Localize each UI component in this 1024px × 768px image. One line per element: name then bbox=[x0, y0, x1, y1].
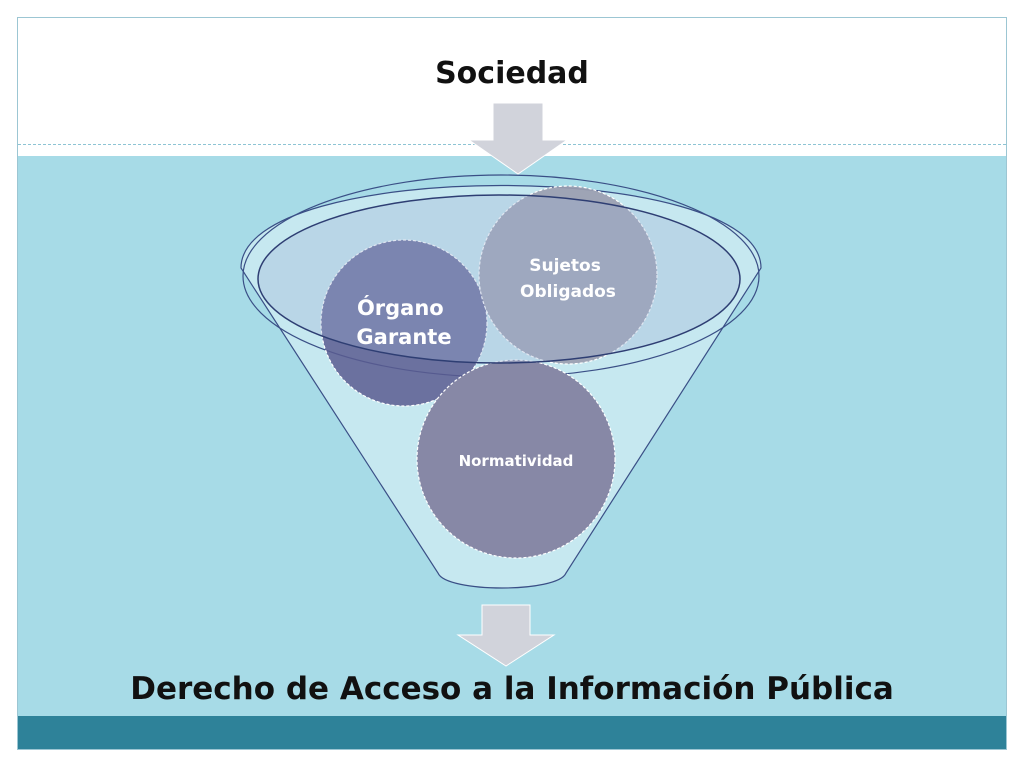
funnel-rim-inner bbox=[257, 194, 741, 364]
normatividad-circle bbox=[416, 359, 616, 559]
normatividad-label: Normatividad bbox=[459, 452, 574, 470]
sujetos-obligados-label: Sujetos Obligados bbox=[520, 256, 616, 302]
organo-garante-label: Órgano Garante bbox=[356, 295, 451, 349]
top-label: Sociedad bbox=[435, 56, 589, 91]
slide: Sociedad Órgano Garante Sujetos Obligado… bbox=[17, 17, 1007, 750]
arrow-down-icon bbox=[467, 102, 569, 175]
organo-line2: Garante bbox=[356, 325, 451, 349]
arrow-down-icon bbox=[456, 604, 556, 667]
organo-garante-circle bbox=[320, 239, 488, 407]
bottom-label: Derecho de Acceso a la Información Públi… bbox=[130, 671, 894, 707]
bottom-band bbox=[18, 716, 1006, 749]
sujetos-line2: Obligados bbox=[520, 282, 616, 302]
funnel-diagram: Órgano Garante Sujetos Obligados Normati… bbox=[240, 102, 762, 667]
organo-line1: Órgano bbox=[357, 295, 444, 320]
sujetos-obligados-circle bbox=[478, 185, 658, 365]
sujetos-line1: Sujetos bbox=[529, 256, 601, 276]
